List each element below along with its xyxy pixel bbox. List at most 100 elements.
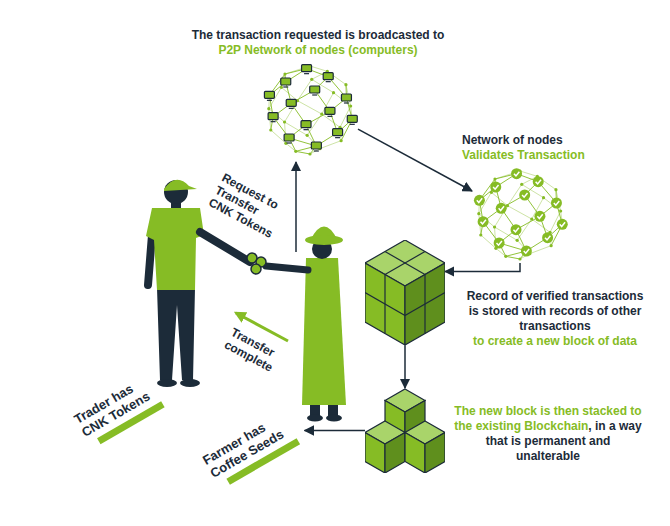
check-icon: [551, 198, 562, 209]
node-caption-accent: P2P Network of nodes (computers): [138, 43, 498, 58]
node-caption-accent: Validates Transaction: [462, 148, 662, 163]
computer-icon: [281, 78, 291, 87]
network-link: [481, 235, 496, 248]
node-caption-block: The transaction requested is broadcasted…: [138, 28, 498, 58]
network-dot: [349, 104, 352, 107]
check-icon: [557, 219, 568, 230]
check-icon: [534, 211, 545, 222]
flow-connector: [305, 430, 365, 432]
network-link: [520, 171, 537, 176]
node-caption-block: Record of verified transactions is store…: [462, 289, 648, 349]
network-dot: [504, 255, 507, 258]
check-icon: [478, 216, 489, 227]
network-dot: [477, 212, 480, 215]
network-link: [322, 114, 340, 127]
computer-icon: [325, 107, 335, 116]
flow-connector: [358, 129, 472, 191]
farmer-figure: [266, 227, 346, 422]
check-icon: [494, 238, 505, 249]
network-dot: [518, 257, 521, 260]
computer-icon: [333, 129, 343, 138]
network-link: [281, 87, 297, 100]
network-dot: [308, 152, 311, 155]
node-caption-accent: to create a new block of data: [462, 334, 648, 349]
node-caption: Record of verified transactions is store…: [462, 289, 648, 334]
network-dot: [530, 217, 533, 220]
node-caption: The transaction requested is broadcasted…: [138, 28, 498, 43]
sphere-shape: [472, 167, 568, 263]
network-dot: [493, 225, 496, 228]
network-link: [496, 248, 506, 256]
network-dot: [340, 139, 343, 142]
network-dot: [320, 112, 323, 115]
network-link: [334, 93, 351, 106]
computer-icon: [310, 86, 320, 95]
computer-icon: [264, 91, 274, 100]
network-dot: [344, 83, 347, 86]
check-icon: [533, 176, 544, 187]
network-dot: [479, 233, 482, 236]
network-dot: [283, 120, 286, 123]
block-node: Record of verified transactions is store…: [365, 240, 445, 345]
computer-icon: [341, 94, 351, 103]
network-link: [507, 206, 531, 219]
network-dot: [550, 244, 553, 247]
check-icon: [511, 168, 522, 179]
check-icon: [511, 224, 522, 235]
check-icon: [521, 246, 532, 257]
stack-shape: [365, 388, 445, 473]
network-link: [297, 101, 321, 114]
network-link: [286, 143, 296, 151]
check-icon: [490, 182, 501, 193]
role-band: Trader has CNK Tokens: [67, 368, 169, 453]
block-cube: [405, 421, 445, 473]
network-link: [269, 109, 285, 122]
block-cube: [365, 240, 445, 345]
network-dot: [520, 183, 523, 186]
network-dot: [542, 196, 545, 199]
network-link: [296, 151, 310, 154]
request-arrow: [295, 162, 297, 252]
computer-icon: [323, 73, 333, 82]
flow-label: Transfer complete: [222, 325, 290, 379]
network-node: Network of nodesValidates Transaction: [472, 167, 568, 263]
network-dot: [332, 91, 335, 94]
check-icon: [542, 232, 553, 243]
computer-icon: [311, 142, 321, 151]
node-caption-block: Network of nodesValidates Transaction: [462, 133, 662, 163]
computer-icon: [268, 113, 278, 122]
block-node: The new block is then stacked to the exi…: [365, 388, 445, 473]
flow-connector: [445, 263, 520, 272]
network-node: The transaction requested is broadcasted…: [262, 62, 358, 158]
block-cube: [365, 421, 405, 473]
network-dot: [516, 239, 519, 242]
computer-icon: [284, 134, 294, 143]
network-dot: [283, 72, 286, 75]
network-link: [310, 66, 327, 71]
network-dot: [310, 78, 313, 81]
network-dot: [267, 107, 270, 110]
coin-icons: [247, 253, 266, 274]
sphere-shape: [262, 62, 358, 158]
computer-icon: [347, 115, 357, 124]
network-dot: [559, 209, 562, 212]
check-icon: [474, 195, 485, 206]
network-dot: [306, 134, 309, 137]
check-icon: [519, 190, 530, 201]
role-band: Farmer has Coffee Seeds: [195, 405, 304, 494]
computer-icon: [301, 121, 311, 130]
network-dot: [280, 86, 283, 89]
network-dot: [493, 177, 496, 180]
node-caption-block: The new block is then stacked to the exi…: [453, 404, 643, 464]
flow-connector: [404, 345, 406, 388]
check-icon: [496, 203, 507, 214]
network-link: [506, 256, 520, 259]
node-caption: Network of nodes: [462, 133, 662, 148]
flow-label: Request to Transfer CNK Tokens: [206, 171, 289, 242]
computer-icon: [286, 99, 296, 108]
network-dot: [294, 150, 297, 153]
computer-icon: [302, 65, 312, 74]
network-dot: [554, 188, 557, 191]
network-dot: [269, 128, 272, 131]
